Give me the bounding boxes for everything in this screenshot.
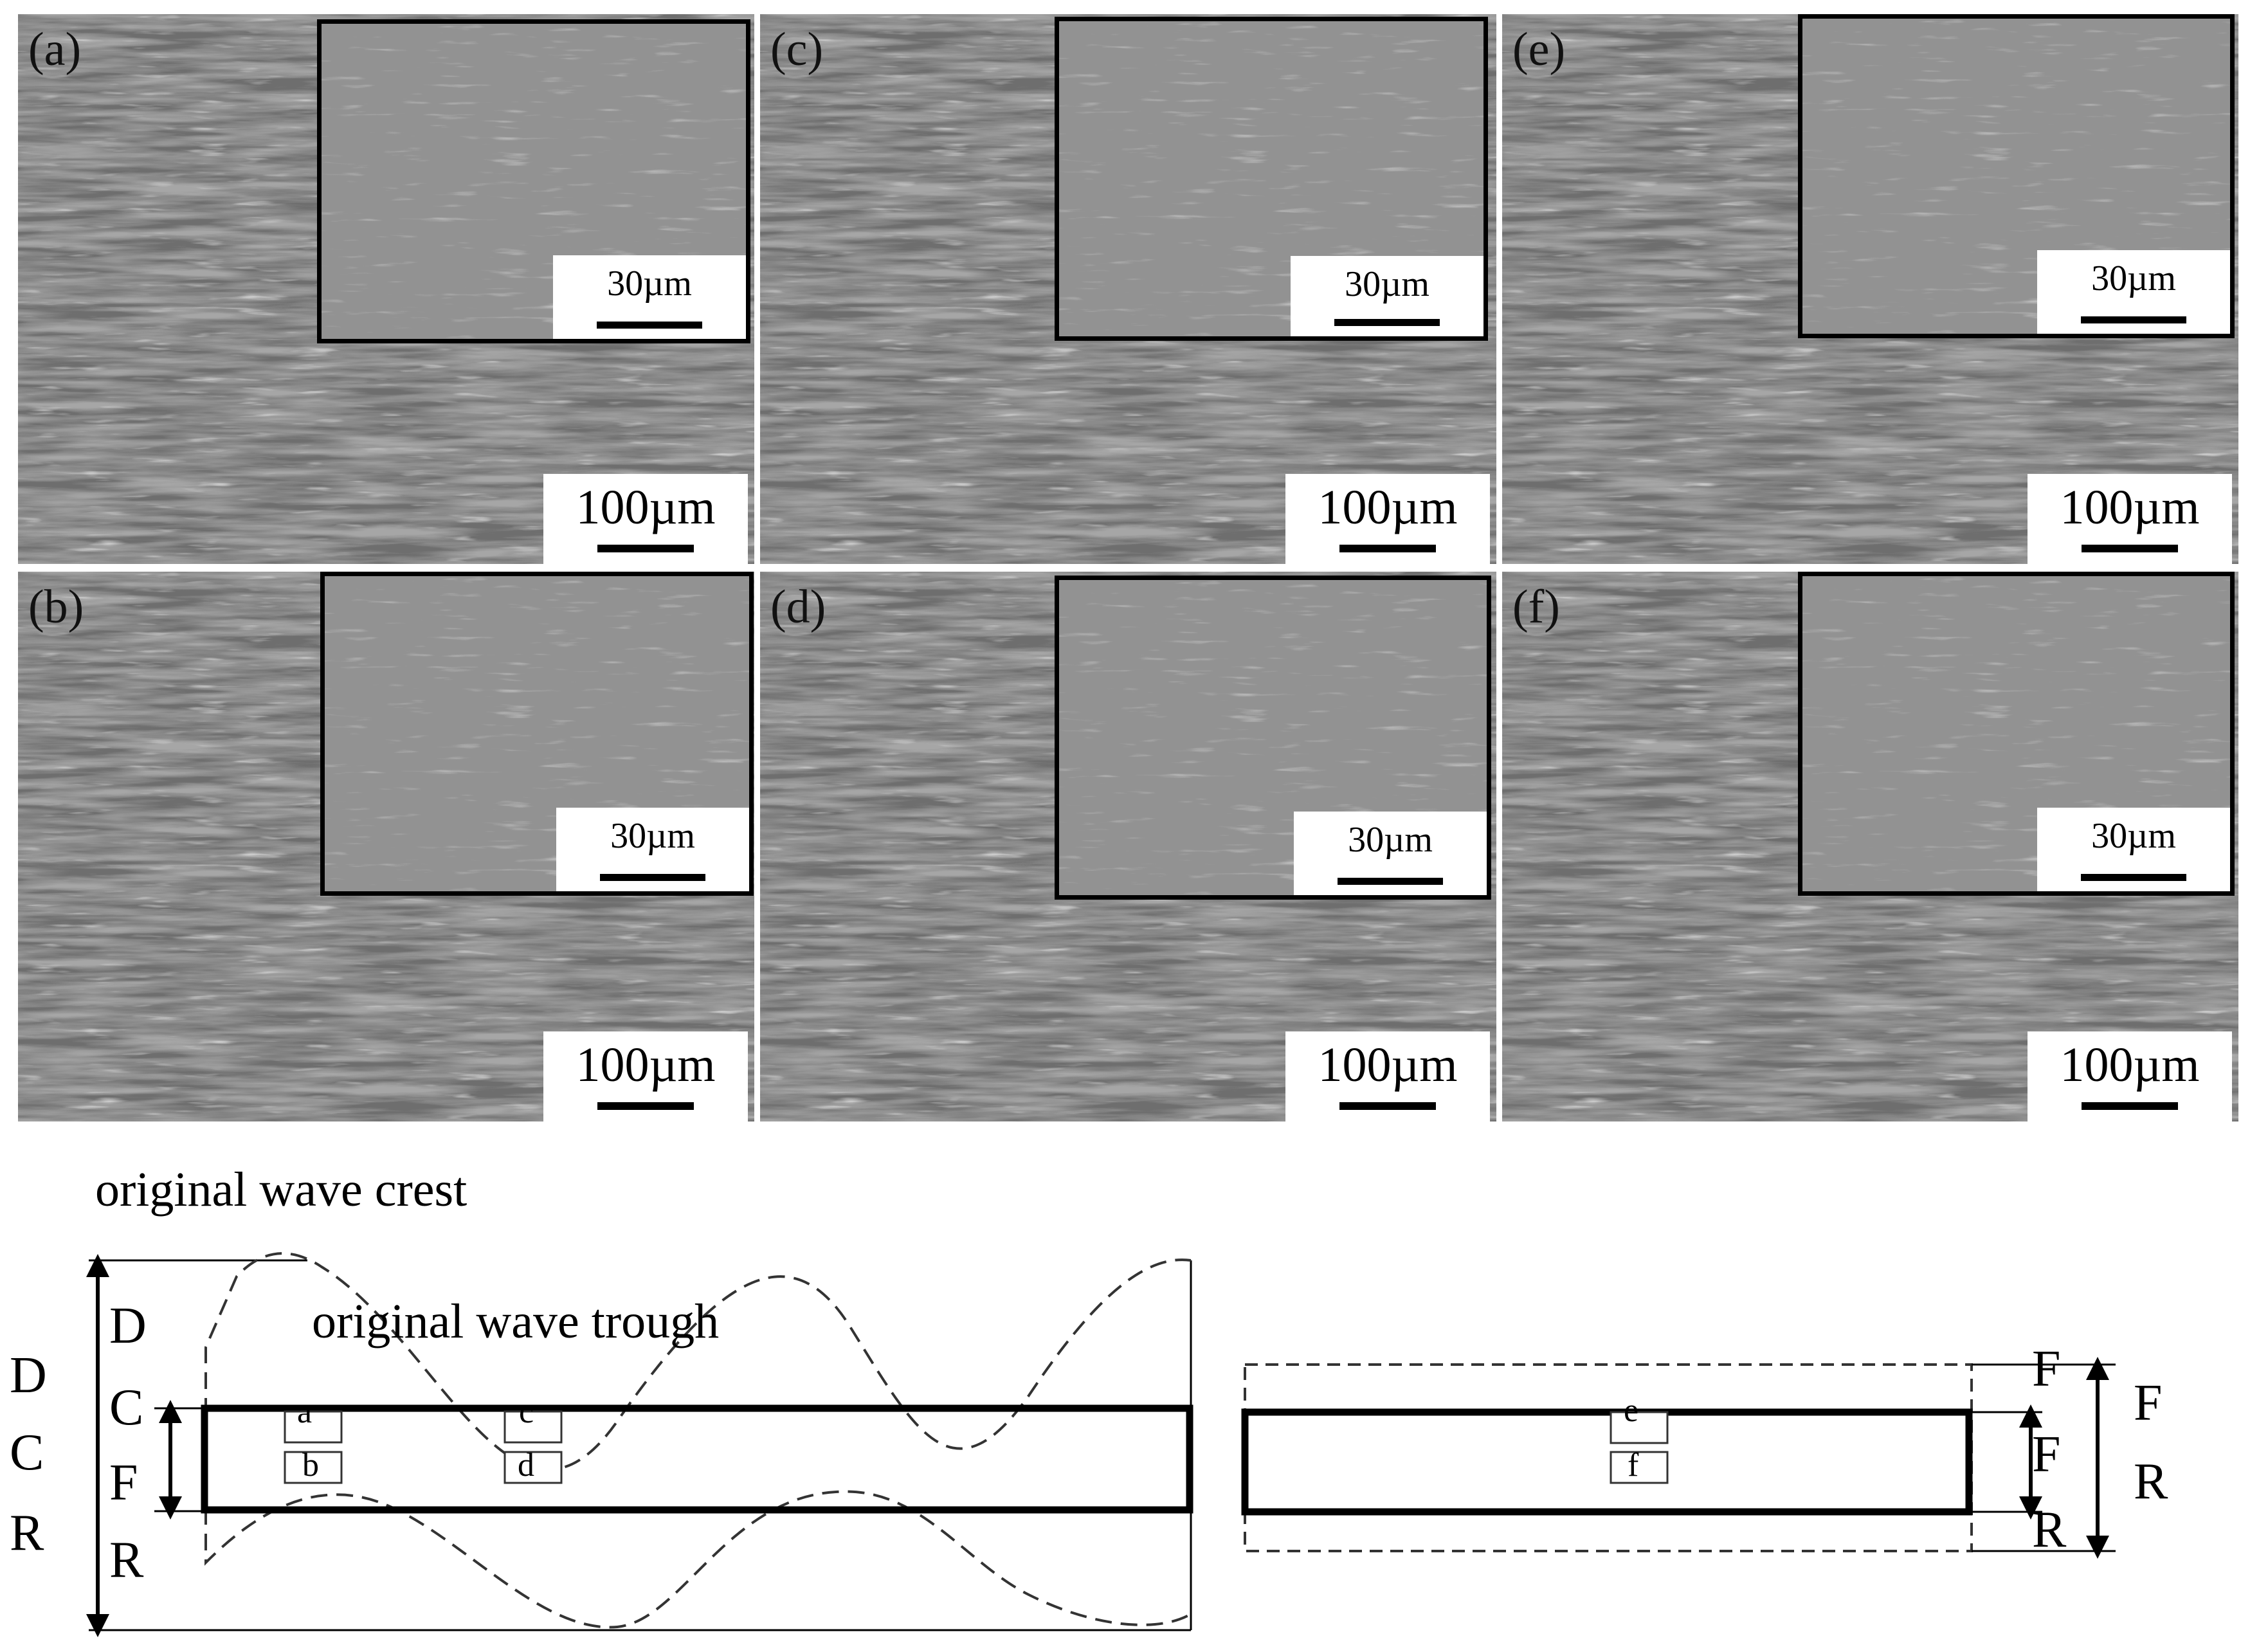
right-outer-letter-F: F [2134, 1375, 2163, 1431]
sampling-schematic: original wave crest original wave trough… [10, 1163, 2168, 1637]
main-scale-label: 100µm [1318, 1038, 1458, 1092]
inset-scale-bar: 30µm [1291, 256, 1483, 336]
right-inner-letter-F-top: F [2032, 1341, 2061, 1397]
sample-label-e: e [1624, 1392, 1638, 1429]
inset-micrograph: 30µm [1055, 576, 1491, 900]
sample-box-b [284, 1451, 343, 1484]
panel-label: (a) [28, 23, 82, 76]
inner-letter-R: R [109, 1532, 144, 1588]
inner-letter-F: F [109, 1455, 138, 1511]
inset-scale-bar: 30µm [553, 255, 746, 339]
inset-scale-bar: 30µm [556, 808, 749, 891]
sample-box-e [1610, 1411, 1669, 1444]
panel-label: (e) [1512, 23, 1566, 76]
inset-scale-bar: 30µm [2037, 250, 2230, 334]
original-wave-bottom [204, 1490, 1192, 1629]
trough-label: original wave trough [312, 1294, 719, 1348]
inset-micrograph: 30µm [1798, 14, 2235, 338]
inset-scale-line [597, 322, 702, 329]
main-scale-line [2082, 1102, 2178, 1110]
micrograph-panel-c: (c) 30µm 100µm [760, 14, 1496, 564]
sample-label-f: f [1628, 1447, 1639, 1484]
right-inner-letter-R: R [2032, 1502, 2067, 1558]
outer-letter-D: D [10, 1347, 47, 1404]
main-scale-bar: 100µm [2028, 474, 2232, 564]
sample-label-b: b [302, 1447, 319, 1484]
outer-letter-R: R [10, 1505, 44, 1561]
inset-micrograph: 30µm [317, 19, 750, 343]
panel-label: (c) [770, 23, 824, 76]
inset-scale-label: 30µm [1345, 264, 1429, 304]
rolled-plate [201, 1404, 1193, 1514]
inset-micrograph: 30µm [1055, 17, 1488, 341]
main-scale-bar: 100µm [543, 474, 748, 564]
micrograph-panel-e: (e) 30µm 100µm [1502, 14, 2238, 564]
right-inner-letter-F: F [2032, 1426, 2061, 1483]
main-scale-line [597, 1102, 694, 1110]
sample-box-c [504, 1410, 563, 1444]
main-scale-label: 100µm [2060, 480, 2200, 534]
crest-label: original wave crest [95, 1163, 467, 1217]
main-scale-bar: 100µm [1285, 474, 1490, 564]
main-scale-label: 100µm [576, 1038, 716, 1092]
inset-scale-label: 30µm [2091, 816, 2176, 856]
main-scale-line [1339, 1102, 1436, 1110]
micrograph-panel-d: (d) 30µm 100µm [760, 572, 1496, 1121]
sample-label-a: a [297, 1393, 312, 1430]
outer-letter-C: C [10, 1424, 44, 1481]
sample-box-d [504, 1451, 563, 1484]
inner-letter-D: D [109, 1298, 147, 1354]
sample-label-d: d [518, 1447, 534, 1484]
inset-scale-label: 30µm [610, 816, 695, 856]
main-scale-bar: 100µm [1285, 1031, 1490, 1121]
main-scale-line [2082, 545, 2178, 552]
inset-scale-label: 30µm [607, 264, 692, 304]
right-outer-letter-R: R [2134, 1453, 2168, 1510]
inset-scale-line [1334, 319, 1440, 326]
panel-label: (b) [28, 581, 84, 633]
inset-scale-label: 30µm [2091, 259, 2176, 298]
inset-micrograph: 30µm [320, 572, 754, 896]
inset-scale-line [2081, 874, 2186, 881]
inset-scale-bar: 30µm [1294, 812, 1487, 895]
inset-scale-bar: 30µm [2037, 808, 2230, 891]
main-scale-label: 100µm [1318, 480, 1458, 534]
sample-box-f [1610, 1451, 1669, 1484]
panel-label: (d) [770, 581, 826, 633]
micrograph-panel-b: (b) 30µm 100µm [18, 572, 754, 1121]
original-plate-outline [1244, 1363, 1973, 1552]
original-wave-top [204, 1252, 1192, 1471]
inset-scale-line [1338, 878, 1443, 885]
main-scale-label: 100µm [2060, 1038, 2200, 1092]
inner-letter-C: C [109, 1379, 143, 1436]
panel-label: (f) [1512, 581, 1560, 633]
inset-scale-label: 30µm [1348, 820, 1433, 860]
main-scale-label: 100µm [576, 480, 716, 534]
micrograph-panel-f: (f) 30µm 100µm [1502, 572, 2238, 1121]
inset-scale-line [2081, 316, 2186, 323]
main-scale-bar: 100µm [543, 1031, 748, 1121]
sample-label-c: c [519, 1393, 534, 1430]
main-scale-bar: 100µm [2028, 1031, 2232, 1121]
micrograph-panel-a: (a) 30µm 100µm [18, 14, 754, 564]
inset-micrograph: 30µm [1798, 572, 2235, 896]
inset-scale-line [600, 874, 705, 881]
main-scale-line [1339, 545, 1436, 552]
sample-box-a [284, 1410, 343, 1444]
main-scale-line [597, 545, 694, 552]
rolled-plate-right [1241, 1408, 1973, 1516]
